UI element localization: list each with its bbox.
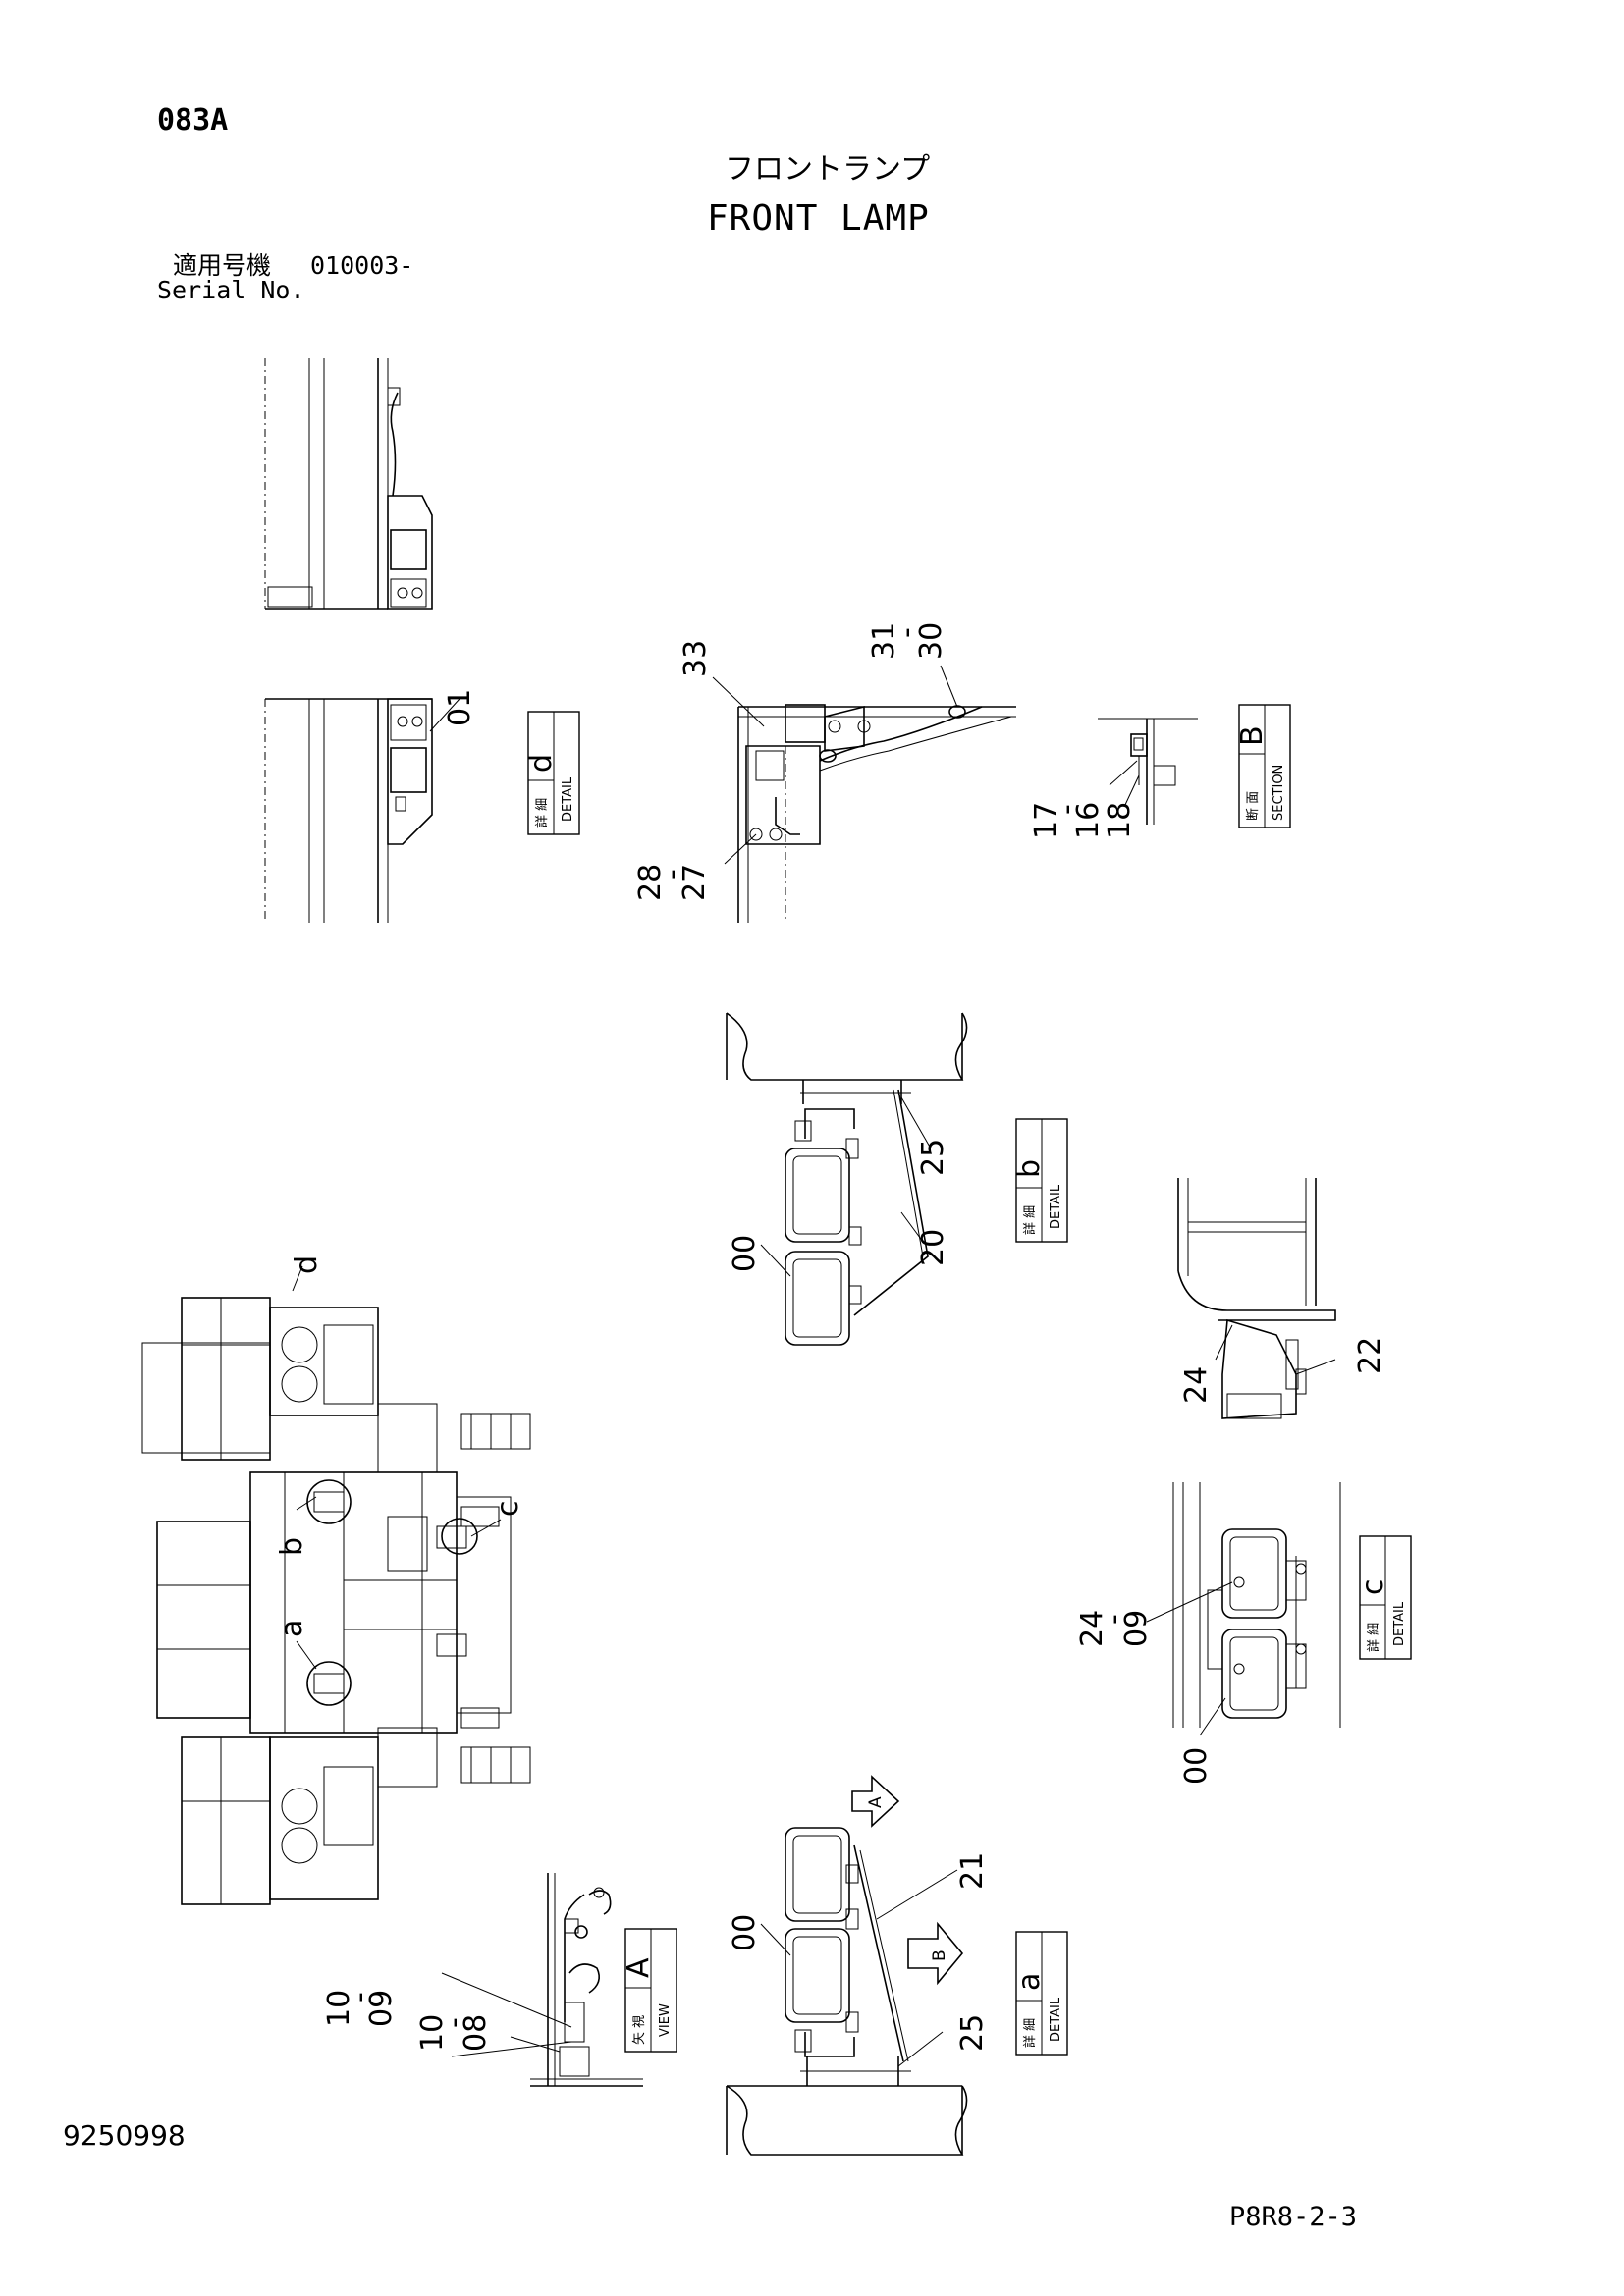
page-code: 083A: [157, 103, 229, 137]
callout-c-letter: c: [1356, 1579, 1390, 1596]
plan-label-b: b: [275, 1537, 309, 1556]
part-24-c: 24: [1179, 1366, 1214, 1404]
callout-a-detail-letter: a: [1012, 1973, 1047, 1991]
drawing-number: 9250998: [63, 2119, 186, 2152]
arrow-b-letter: B: [930, 1949, 949, 1961]
part-22: 22: [1353, 1337, 1387, 1374]
part-31: 31: [867, 622, 901, 660]
detail-b-view: 25 20 00: [726, 1012, 968, 1346]
serial-value: 010003-: [310, 251, 414, 280]
part-21: 21: [955, 1852, 990, 1890]
part-33: 33: [678, 640, 713, 677]
part-20: 20: [916, 1229, 950, 1266]
part-31-30-dash: -: [890, 627, 924, 638]
detail-d-upper-view: [264, 358, 433, 610]
callout-a-view-en: VIEW: [658, 2003, 673, 2037]
page-reference: P8R8-2-3: [1229, 2202, 1358, 2232]
plan-label-d: d: [290, 1255, 324, 1274]
part-10-08-dash: -: [437, 2017, 471, 2028]
title-english: FRONT LAMP: [707, 198, 930, 239]
callout-c-en: DETAIL: [1392, 1601, 1407, 1646]
part-16: 16: [1071, 802, 1106, 839]
part-17: 17: [1029, 802, 1063, 839]
callout-b-section-letter: B: [1235, 725, 1270, 746]
detail-c-view: 24 - 09 00: [1075, 1482, 1341, 1785]
serial-label-japanese: 適用号機: [173, 251, 272, 280]
part-25-top: 25: [916, 1139, 950, 1176]
part-25-bottom: 25: [955, 2014, 990, 2052]
part-28-27-dash: -: [655, 869, 689, 880]
part-01: 01: [443, 689, 477, 726]
part-10-a: 10: [322, 1990, 356, 2027]
step-lamp-view: 22 24: [1177, 1178, 1387, 1419]
detail-a-view: 21 00 25 A B: [726, 1775, 990, 2156]
part-24-09-dash: -: [1097, 1614, 1131, 1625]
callout-d-en: DETAIL: [561, 776, 575, 822]
part-00-c: 00: [1179, 1747, 1214, 1785]
part-17-16-dash: -: [1050, 804, 1084, 815]
callout-b-detail-en: DETAIL: [1049, 1184, 1063, 1229]
callout-b-section-jp: 断 面: [1246, 791, 1261, 821]
machine-plan-view: d b c a: [141, 1255, 531, 1905]
bracket-33-view: 33 31 - 30 28 - 27: [633, 622, 1016, 923]
callout-a-view-letter: A: [622, 1957, 656, 1978]
detail-d-lower-view: 01: [264, 689, 477, 923]
part-10-09-dash: -: [343, 1992, 377, 2002]
plan-label-c: c: [491, 1501, 525, 1518]
callout-detail-b: b 詳 細 DETAIL: [1012, 1118, 1068, 1243]
callout-detail-c: c 詳 細 DETAIL: [1356, 1535, 1412, 1660]
callout-detail-d: d 詳 細 DETAIL: [524, 711, 580, 835]
arrow-a-letter: A: [866, 1796, 886, 1808]
part-10-b: 10: [415, 2014, 450, 2052]
callout-c-jp: 詳 細: [1366, 1623, 1381, 1652]
part-00-b: 00: [728, 1235, 762, 1272]
part-08: 08: [459, 2014, 493, 2052]
plan-label-a: a: [275, 1620, 309, 1637]
callout-b-detail-jp: 詳 細: [1022, 1205, 1038, 1235]
callout-view-a: A 矢 視 VIEW: [622, 1928, 677, 2053]
title-japanese: フロントランプ: [725, 152, 931, 187]
serial-label-english: Serial No.: [157, 276, 305, 304]
part-00-a: 00: [728, 1914, 762, 1951]
callout-section-b: B 断 面 SECTION: [1235, 704, 1291, 828]
part-28: 28: [633, 864, 668, 901]
callout-a-view-jp: 矢 視: [632, 2015, 647, 2045]
part-24-c2: 24: [1075, 1610, 1110, 1647]
callout-d-letter: d: [524, 754, 559, 773]
callout-detail-a: a 詳 細 DETAIL: [1012, 1931, 1068, 2056]
part-30: 30: [914, 622, 948, 660]
part-18: 18: [1103, 802, 1137, 839]
view-a: 10 - 09 10 - 08: [322, 1873, 643, 2087]
callout-a-detail-en: DETAIL: [1049, 1997, 1063, 2042]
part-09-a: 09: [364, 1990, 399, 2027]
callout-d-jp: 詳 細: [534, 798, 550, 828]
callout-b-detail-letter: b: [1012, 1159, 1047, 1178]
part-27: 27: [677, 864, 712, 901]
section-b-view: 17 - 16 18: [1029, 718, 1198, 839]
callout-b-section-en: SECTION: [1272, 765, 1286, 821]
callout-a-detail-jp: 詳 細: [1022, 2018, 1038, 2048]
part-09-c: 09: [1119, 1610, 1154, 1647]
